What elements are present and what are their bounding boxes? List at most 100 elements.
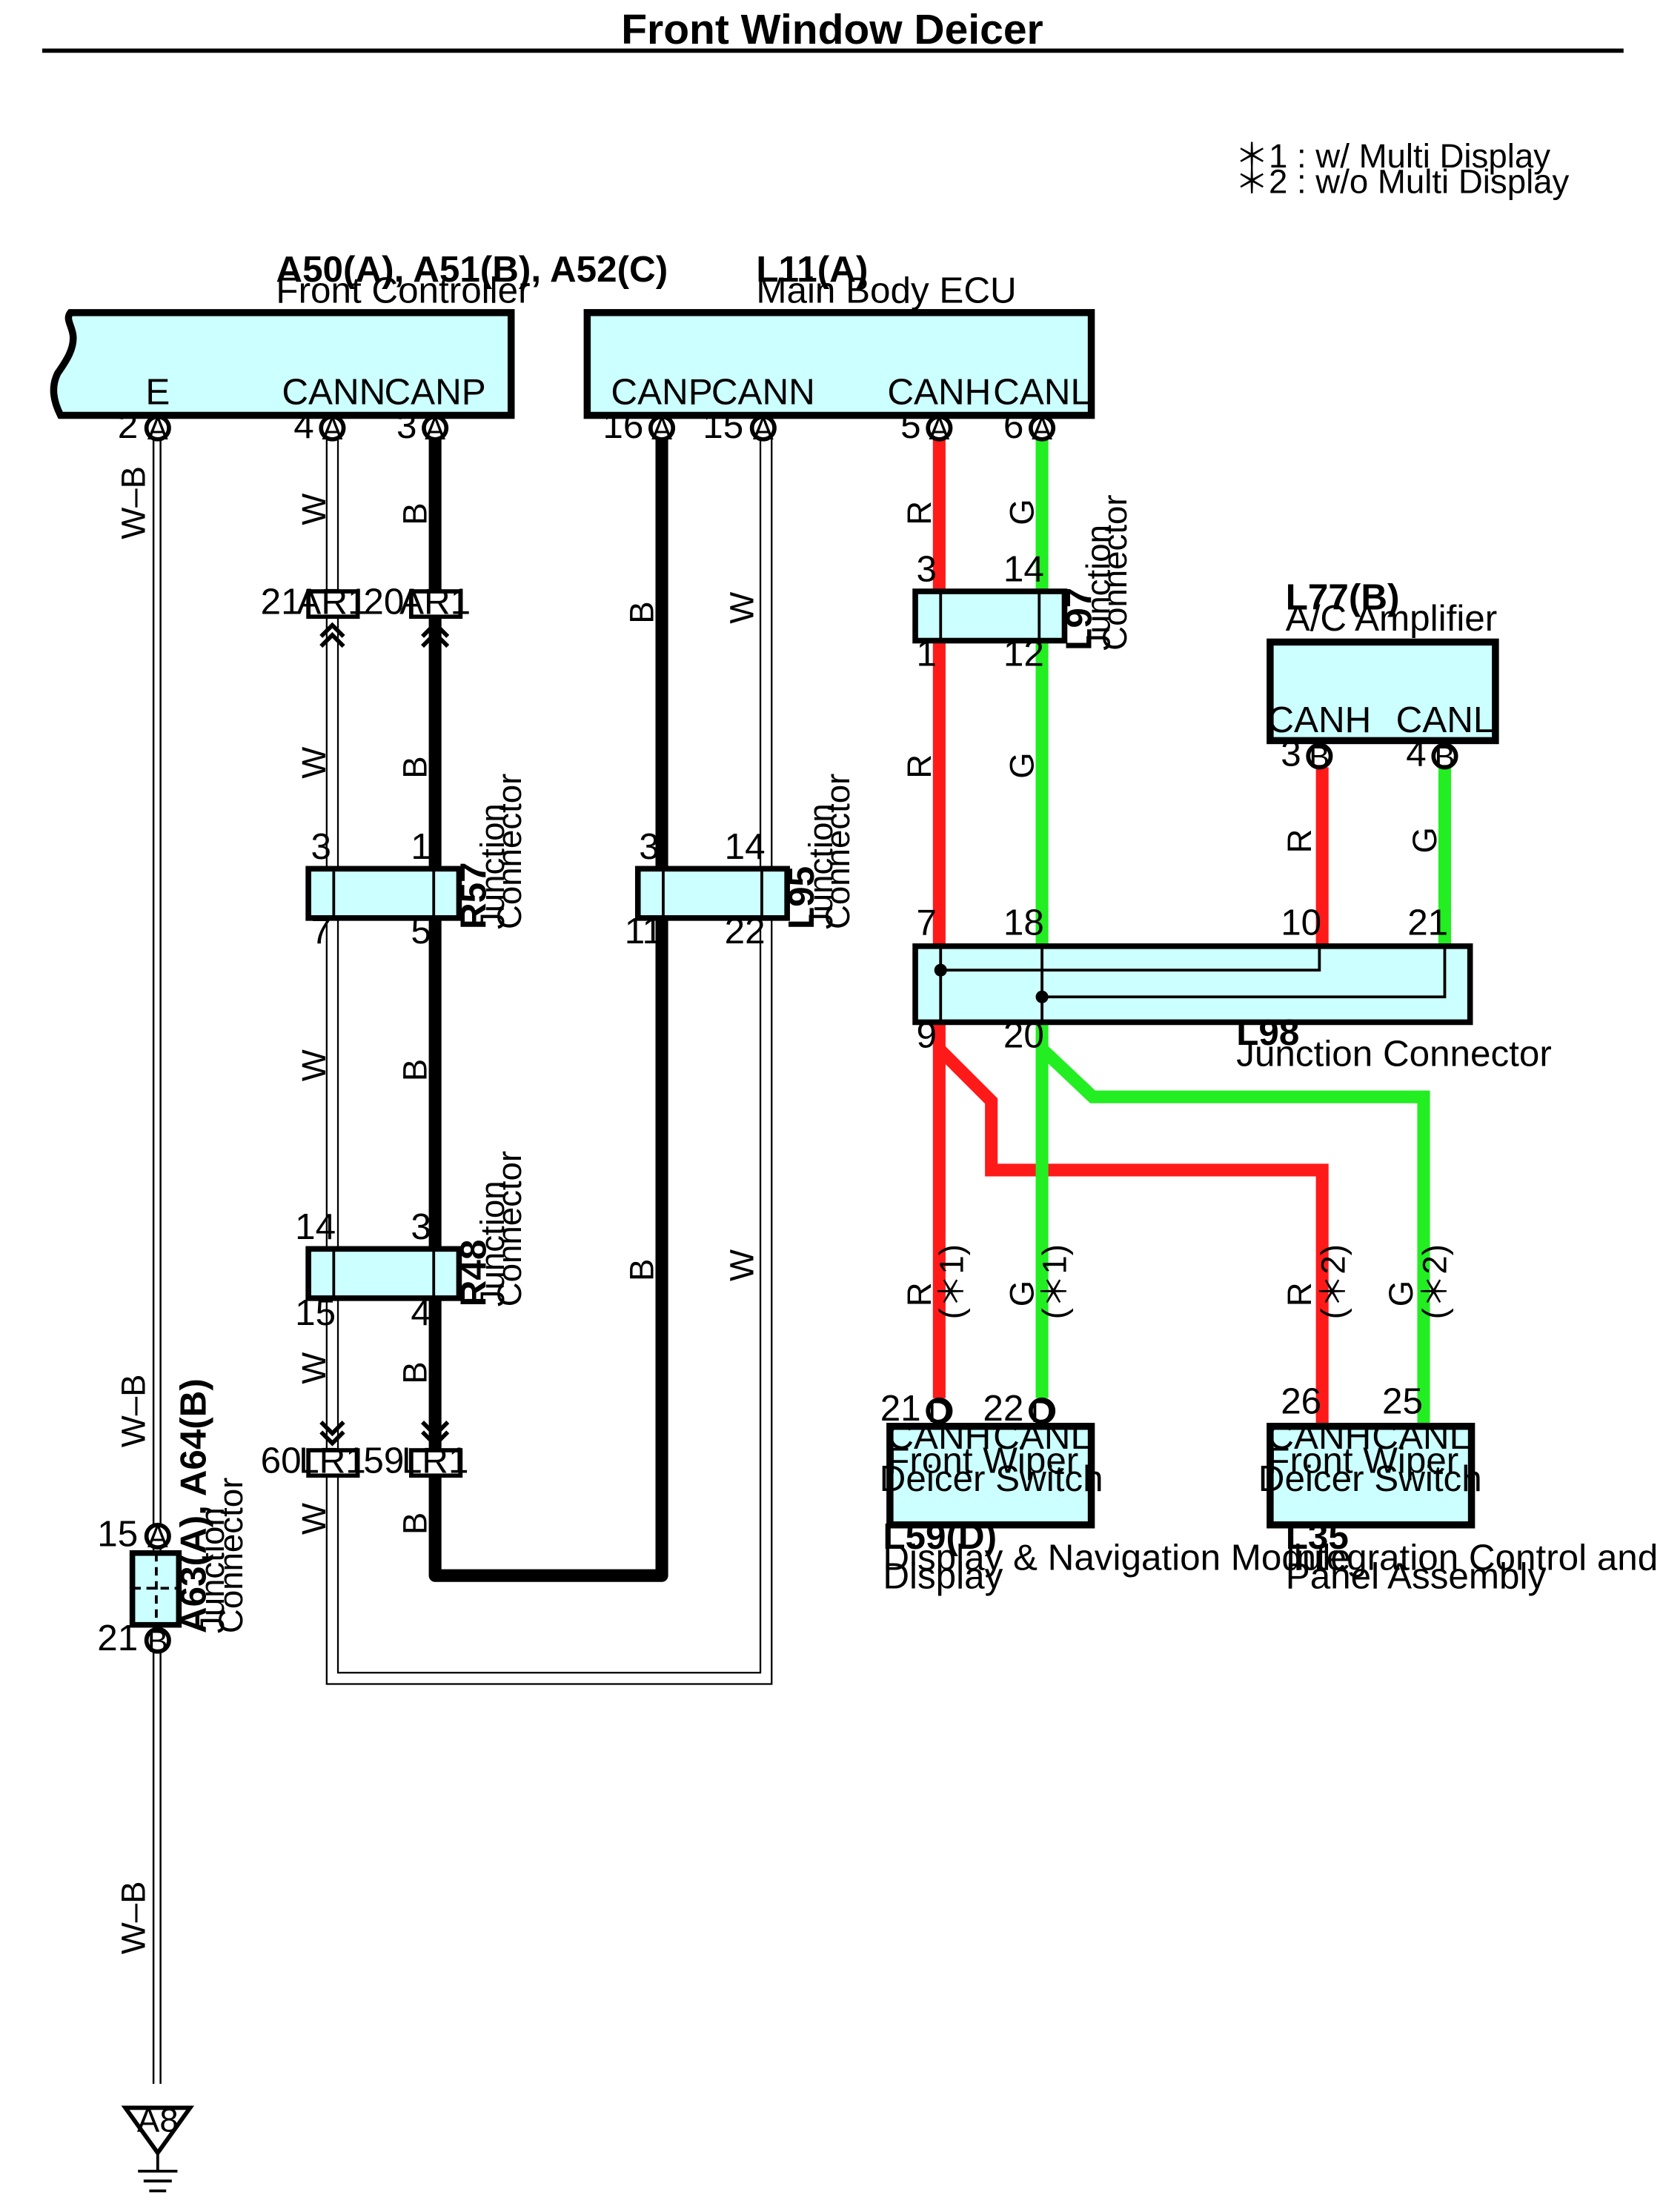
l98-pin-10: 10 (1281, 903, 1321, 943)
amp-pin-num-canl: 4 (1406, 734, 1426, 774)
ecu-pin-label-canp: CANP (611, 371, 712, 412)
ground-symbol (121, 2105, 195, 2193)
wire-label-w-1: W (295, 494, 333, 525)
a63-code: A63(A), A64(B) (173, 1378, 213, 1633)
svg-text:A: A (322, 411, 342, 446)
wire-label-g-4: G (1406, 827, 1444, 853)
r48-name-1: Junction (474, 1180, 511, 1306)
l95-pin-3: 3 (639, 826, 659, 867)
r48-code: R48 (454, 1240, 494, 1307)
a63-name-1: Junction (193, 1507, 231, 1633)
lr1-connector-b (408, 1448, 463, 1478)
l97-pin-1: 1 (917, 634, 937, 674)
r57-pin-1: 1 (411, 826, 431, 867)
a63-pin-num-21: 21 (97, 1618, 138, 1658)
l97-name-1: Junction (1079, 525, 1117, 651)
l97-pin-12: 12 (1003, 634, 1044, 674)
l35-inner-1: Front Wiper (1267, 1440, 1458, 1481)
svg-text:A: A (651, 411, 672, 446)
r57-pin-7: 7 (311, 911, 331, 951)
fc-pin-canp: A (422, 411, 449, 446)
wire-b-canp (428, 436, 668, 1582)
l35-code: L35 (1286, 1516, 1349, 1557)
wire-label-w-4: W (295, 1352, 333, 1384)
wire-label-b-1: B (396, 502, 434, 525)
l98-pin-7: 7 (917, 903, 937, 943)
front-controller-name: Front Controller (276, 270, 530, 311)
wire-label-b-4: B (396, 1361, 434, 1384)
lr1-connector-w (306, 1448, 360, 1478)
svg-text:A: A (147, 1519, 168, 1554)
l97-name-2: Connector (1096, 494, 1134, 650)
ecu-pin-canp: A (648, 411, 676, 446)
note-1: ＊1 : w/ Multi Display (1235, 137, 1550, 175)
l35-name-1: Integration Control and (1286, 1538, 1658, 1578)
l97-code: L97 (1059, 588, 1100, 651)
l59-pin-num-canh: 21 (880, 1388, 921, 1429)
l59-code: L59(D) (883, 1516, 997, 1557)
svg-text:A: A (753, 411, 774, 446)
l97-pin-14: 14 (1003, 549, 1044, 590)
fc-pin-label-cann: CANN (282, 371, 385, 412)
svg-text:B: B (1309, 740, 1330, 774)
fc-pin-cann: A (319, 411, 346, 446)
wire-label-b-5: B (396, 1512, 434, 1535)
l59-pin-num-canl: 22 (983, 1388, 1023, 1429)
fc-pin-e: A (144, 411, 171, 446)
ecu-pin-num-canl: 6 (1003, 405, 1023, 446)
r57-connector (305, 866, 462, 921)
r57-name-2: Connector (491, 774, 528, 929)
l35-pin-num-canl: 25 (1382, 1381, 1423, 1422)
svg-text:B: B (1435, 740, 1455, 774)
l35-pin-label-canl: CANL (1372, 1416, 1470, 1457)
wire-label-g-1: G (1003, 499, 1041, 525)
ecu-pin-num-canh: 5 (900, 405, 920, 446)
wire-label-r-1: R (900, 501, 938, 525)
main-body-ecu-name: Main Body ECU (756, 270, 1016, 311)
lr1-pin-num-b: 59 (363, 1440, 404, 1481)
svg-text:AR1: AR1 (296, 581, 368, 622)
l98-pin-9: 9 (917, 1015, 937, 1056)
r57-name-1: Junction (474, 803, 511, 929)
l35-pin-num-canh: 26 (1281, 1381, 1321, 1422)
l97-connector (912, 588, 1068, 644)
svg-text:D: D (1031, 1394, 1053, 1429)
svg-text:A: A (147, 411, 168, 446)
svg-text:LR1: LR1 (299, 1440, 366, 1481)
l95-name-1: Junction (802, 803, 840, 929)
amp-pin-label-canl: CANL (1396, 700, 1494, 740)
l35-name-2: Panel Assembly (1286, 1555, 1547, 1596)
l59-name-1: Display & Navigation Module (883, 1538, 1350, 1578)
fc-pin-label-canp: CANP (385, 371, 486, 412)
r48-name-2: Connector (491, 1151, 528, 1306)
ecu-pin-num-cann: 15 (703, 405, 743, 446)
ac-amplifier-name: A/C Amplifier (1286, 598, 1497, 639)
lr1-pin-num-w: 60 (261, 1440, 302, 1481)
l95-connector (634, 866, 790, 921)
l59-inner-2: Deicer Switch (880, 1458, 1103, 1499)
fc-pin-label-e: E (145, 371, 170, 412)
note-2: ＊2 : w/o Multi Display (1235, 162, 1569, 200)
l95-pin-14: 14 (725, 826, 766, 867)
fc-pin-num-canp: 3 (396, 405, 416, 446)
l59-pin-canl: D (1029, 1394, 1056, 1429)
l35-box (1267, 1423, 1476, 1529)
wire-label-wb-1: W–B (115, 466, 153, 539)
l95-name-2: Connector (819, 774, 857, 929)
ar1-connector-w (306, 589, 360, 620)
main-body-ecu-code: L11(A) (756, 249, 868, 290)
r57-pin-3: 3 (311, 826, 331, 867)
ground-code: A8 (137, 2102, 179, 2139)
wire-label-b-6: B (623, 601, 661, 623)
svg-text:AR1: AR1 (399, 581, 471, 622)
lr1-arrows (319, 1421, 450, 1448)
l98-pin-21: 21 (1407, 903, 1448, 943)
wire-label-w-2: W (295, 747, 333, 779)
l98-pin-20: 20 (1003, 1015, 1044, 1056)
l95-pin-22: 22 (725, 911, 766, 951)
svg-text:A: A (425, 411, 445, 446)
a63-pin-num-15: 15 (97, 1513, 138, 1554)
wire-wb-ground (152, 436, 162, 2085)
main-body-ecu-box (583, 309, 1095, 419)
l98-code: L98 (1236, 1012, 1299, 1053)
